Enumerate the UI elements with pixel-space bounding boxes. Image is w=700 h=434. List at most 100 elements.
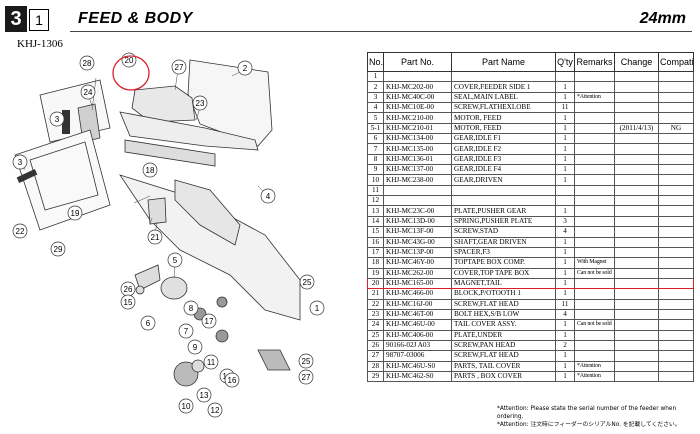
table-cell-name: PARTS , BOX COVER [451,370,556,383]
svg-text:25: 25 [303,278,312,287]
table-cell-name: GEAR,IDLE F2 [451,143,556,155]
table-cell-rem [574,184,615,197]
svg-text:26: 26 [124,285,133,294]
table-cell-chg [614,277,659,290]
table-cell-name: GEAR,DRIVEN [451,174,556,186]
seal-label-2 [16,169,38,183]
table-cell-cmp [658,277,694,290]
attention-note-en: *Attention: Please state the serial numb… [497,406,677,420]
table-cell-cmp [658,267,694,279]
table-cell-qty: 1 [555,236,575,248]
table-cell-cmp [658,153,694,166]
table-cell-chg [614,81,659,93]
table-cell-chg [614,339,659,352]
svg-text:2: 2 [243,64,248,73]
table-cell-part: KHJ-MC10E-00 [383,102,452,114]
table-cell-name: PARTS, TAIL COVER [451,360,556,372]
svg-text:20: 20 [125,56,134,65]
table-cell-cmp [658,288,694,300]
table-cell-name: TAIL COVER ASSY. [451,319,556,331]
svg-text:17: 17 [205,317,214,326]
table-cell-no: 10 [367,174,384,186]
table-cell-qty: 1 [555,174,575,186]
table-cell-chg [614,70,659,83]
svg-text:22: 22 [16,227,25,236]
table-cell-name: BLOCK,P/OTOOTH 1 [451,288,556,300]
callout-5: 5 [167,252,183,268]
table-cell-rem [574,215,615,228]
table-cell-cmp [658,184,694,197]
table-cell-chg [614,133,659,145]
exploded-view-diagram: 28 20 27 2 24 3 3 19 22 29 23 21 18 5 4 … [12,52,325,418]
table-cell-name: COVER,TOP TAPE BOX [451,267,556,279]
table-cell-no: 16 [367,236,384,248]
table-cell-rem: Can not be sold [574,319,615,331]
table-cell-rem [574,308,615,321]
table-cell-no: 13 [367,205,384,217]
table-cell-rem [574,112,615,124]
table-cell-chg [614,350,659,362]
table-cell-chg [614,267,659,279]
callout-18: 18 [142,162,158,178]
svg-text:16: 16 [228,376,237,385]
table-cell-chg [614,288,659,300]
table-cell-rem: *Attention [574,91,615,104]
table-cell-rem: *Attention [574,360,615,372]
svg-text:24: 24 [84,88,93,97]
callout-11: 11 [203,354,219,370]
table-cell-rem [574,102,615,114]
table-cell-chg [614,257,659,269]
table-cell-part: KHJ-MC466-00 [383,288,452,300]
table-cell-no: 24 [367,319,384,331]
callout-7: 7 [178,323,194,339]
table-cell-chg [614,319,659,331]
svg-text:5: 5 [173,256,178,265]
feeder-size: 24mm [639,10,686,27]
callout-24: 24 [80,84,96,100]
body-block [174,179,241,246]
table-cell-part: KHJ-MC137-00 [383,164,452,176]
table-cell-part: KHJ-MC406-00 [383,329,452,341]
table-cell-rem [574,288,615,300]
table-cell-no: 20 [367,277,384,290]
header-rule [70,31,692,32]
table-cell-part: KHJ-MC46T-00 [383,308,452,321]
svg-text:3: 3 [55,115,60,124]
table-cell-rem [574,339,615,352]
under-plate [257,349,291,371]
table-cell-chg [614,205,659,217]
table-cell-name: SPACER,F3 [451,246,556,259]
callout-20: 20 [121,52,137,68]
table-cell-name: SCREW,FLATHEXLOBE [451,102,556,114]
table-cell-chg [614,298,659,310]
table-cell-chg [614,215,659,228]
gear-driven-hub [191,359,205,373]
table-cell-qty: 11 [555,298,575,310]
callout-3b: 3 [12,154,28,170]
table-cell-chg [614,246,659,259]
table-cell-rem [574,350,615,362]
table-cell-part: KHJ-MC46Y-00 [383,257,452,269]
table-cell-qty: 1 [555,257,575,269]
callout-1: 1 [309,300,325,316]
table-cell-name: BOLT HEX,S/B LOW [451,308,556,321]
table-cell-rem: *Attention [574,370,615,383]
table-cell-qty: 1 [555,164,575,176]
callout-16: 16 [224,372,240,388]
table-cell-cmp [658,112,694,124]
svg-text:10: 10 [182,402,191,411]
table-cell-rem [574,246,615,259]
table-cell-chg [614,329,659,341]
